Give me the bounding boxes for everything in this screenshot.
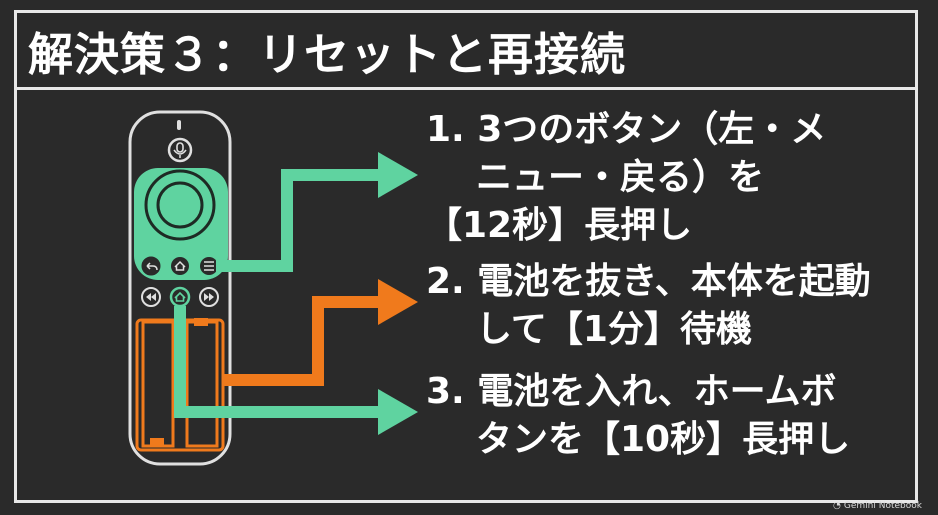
mic-icon xyxy=(173,142,187,158)
watermark-text: Gemini Notebook xyxy=(843,501,922,511)
highlight-three-buttons xyxy=(134,168,228,280)
step-3-line-2: タンを【10秒】長押し xyxy=(476,419,851,460)
home-button xyxy=(169,286,191,308)
play-pause-icon xyxy=(204,293,214,301)
home-icon-bottom xyxy=(174,291,186,302)
step-1-line-2: ニュー・戻る）を xyxy=(476,157,765,198)
title-bar xyxy=(14,10,918,90)
watermark: ◔Gemini Notebook xyxy=(833,501,922,511)
battery-left-terminal xyxy=(150,438,164,446)
page-title: 解決策３：リセットと再接続 xyxy=(28,28,627,81)
arrow-step-3 xyxy=(174,306,382,418)
dpad-center xyxy=(156,181,204,229)
play-pause-button xyxy=(199,287,219,307)
battery-left xyxy=(141,320,175,448)
arrow-step-2 xyxy=(222,296,382,386)
notebook-logo-icon: ◔ xyxy=(833,501,841,511)
step-1-line-3: 【12秒】長押し xyxy=(426,205,693,246)
step-2: 2. 電池を抜き、本体を起動 して【1分】待機 xyxy=(426,258,871,354)
step-3: 3. 電池を入れ、ホームボ タンを【10秒】長押し xyxy=(426,368,850,464)
home-icon xyxy=(174,260,186,271)
step-1: 1. 3つのボタン（左・メ ニュー・戻る）を 【12秒】長押し xyxy=(426,106,826,250)
home-button-top xyxy=(171,257,189,275)
battery-right-terminal xyxy=(194,318,208,326)
arrow-head-step-3 xyxy=(378,389,418,435)
arrow-step-1 xyxy=(216,169,382,272)
remote-body xyxy=(128,110,232,466)
dpad-ring xyxy=(144,169,216,241)
menu-icon xyxy=(204,261,214,271)
arrow-head-step-2 xyxy=(378,279,418,325)
rewind-icon xyxy=(146,293,156,301)
arrow-head-step-1 xyxy=(378,152,418,198)
step-2-line-1: 2. 電池を抜き、本体を起動 xyxy=(426,261,871,302)
mic-button xyxy=(167,137,193,163)
back-icon xyxy=(146,262,158,271)
rewind-button xyxy=(141,287,161,307)
battery-right xyxy=(185,320,219,448)
remote-indicator xyxy=(177,120,181,130)
step-2-line-2: して【1分】待機 xyxy=(476,309,752,350)
step-1-line-1: 1. 3つのボタン（左・メ xyxy=(426,109,827,150)
step-3-line-1: 3. 電池を入れ、ホームボ xyxy=(426,371,837,412)
